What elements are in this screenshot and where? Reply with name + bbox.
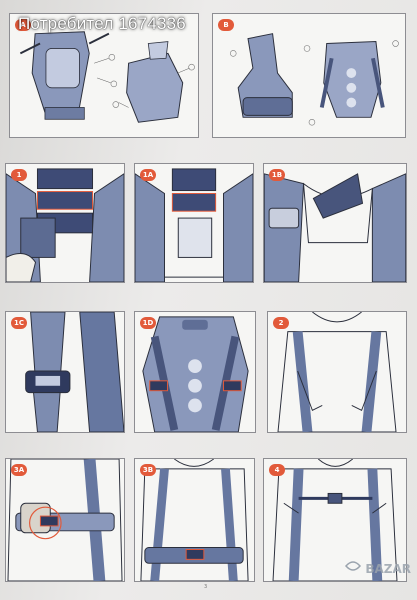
panel-tag: A [15,19,31,31]
diagram-panel-b: B [212,13,406,138]
panel-tag: 1B [269,169,285,181]
step-1b-illustration [264,173,406,282]
step-1a-illustration [135,168,253,282]
panel-tag: 2 [273,317,289,329]
panel-tag: 1A [140,169,156,181]
panel-tag: 1C [11,317,27,329]
panel-tag: 1D [140,317,156,329]
bazar-logo-icon [345,561,361,571]
panel-tag: 3B [140,464,156,476]
diagram-panel-1b: 1B [263,163,407,283]
panel-tag: 3A [11,464,27,476]
diagram-panel-3b: 3B [134,458,255,582]
diagram-panel-4: 4 [263,458,407,582]
step-3a-illustration [7,459,123,581]
panel-tag: 1 [11,169,27,181]
carrier-parts-illustration [19,31,195,123]
panel-tag: B [218,19,234,31]
watermark-logo: BAZAR [365,562,411,576]
diagram-panel-1: 1 [5,163,125,283]
step-1d-illustration [142,316,249,432]
diagram-panel-3a: 3A [5,458,125,582]
step-1-illustration [6,168,124,282]
page-number: 3 [204,584,208,590]
step-2-illustration [277,312,397,432]
diagram-panel-1a: 1A [134,163,254,283]
step-4-illustration [272,459,398,581]
user-overlay-text: Потребител 1674336 [18,14,186,33]
diagram-panel-1c: 1C [5,311,125,433]
diagram-panel-1d: 1D [134,311,256,433]
step-3b-illustration [140,459,249,581]
carrier-harness-illustration [229,33,399,126]
panel-tag: 4 [269,464,285,476]
diagram-panel-2: 2 [267,311,407,433]
step-1c-illustration [25,312,124,432]
diagram-panel-a: A [9,13,199,138]
